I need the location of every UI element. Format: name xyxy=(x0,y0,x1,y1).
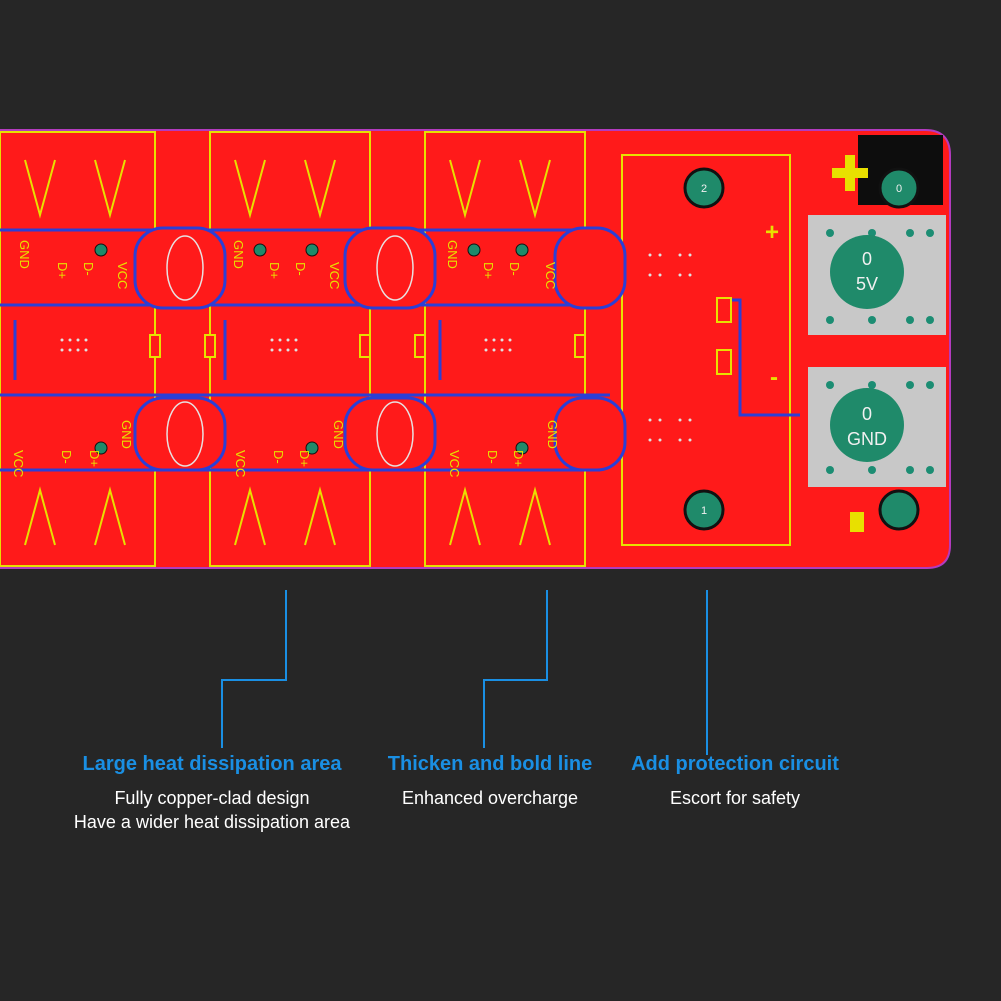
pin-label-dminus-b2: D- xyxy=(271,450,286,464)
pin-label-gnd-b2: GND xyxy=(331,420,346,449)
feature-protection: Add protection circuit Escort for safety xyxy=(610,753,860,810)
plus-symbol: + xyxy=(765,219,779,246)
feature-desc-heat-1: Fully copper-clad design xyxy=(114,788,310,808)
pin-label-vcc-b1: VCC xyxy=(11,450,26,477)
pin-label-vcc-3: VCC xyxy=(543,262,558,289)
pin-label-gnd-2: GND xyxy=(231,240,246,269)
hole-label-1: 1 xyxy=(701,505,707,517)
pin-label-dplus: D+ xyxy=(55,262,70,279)
leader-line-line xyxy=(483,590,548,748)
minus-symbol: - xyxy=(770,364,778,391)
pin-label-dplus-3: D+ xyxy=(481,262,496,279)
pin-label-dminus: D- xyxy=(81,262,96,276)
feature-title-heat: Large heat dissipation area xyxy=(82,753,342,775)
feature-desc-protection-1: Escort for safety xyxy=(669,788,801,808)
hole-label-2: 2 xyxy=(701,183,707,195)
pin-label-dminus-3: D- xyxy=(507,262,522,276)
pin-label-vcc-2: VCC xyxy=(327,262,342,289)
pad-5v-circle xyxy=(830,235,904,309)
feature-thick-line: Thicken and bold line Enhanced overcharg… xyxy=(372,753,608,810)
pin-label-dminus-2: D- xyxy=(293,262,308,276)
pin-label-gnd-b1: GND xyxy=(119,420,134,449)
pin-label-vcc: VCC xyxy=(115,262,130,289)
pad-5v-number: 0 xyxy=(862,249,872,269)
pin-label-gnd: GND xyxy=(17,240,32,269)
pad-gnd-label: GND xyxy=(847,429,887,449)
pin-label-dplus-2: D+ xyxy=(267,262,282,279)
feature-title-line: Thicken and bold line xyxy=(387,753,593,775)
feature-desc-heat-2: Have a wider heat dissipation area xyxy=(73,812,351,832)
pad-gnd-number: 0 xyxy=(862,404,872,424)
pin-label-vcc-b3: VCC xyxy=(447,450,462,477)
pin-label-dplus-b2: D+ xyxy=(297,450,312,467)
board-outline xyxy=(0,129,951,569)
pin-label-dplus-b1: D+ xyxy=(87,450,102,467)
pin-label-gnd-b3: GND xyxy=(545,420,560,449)
pad-5v-label: 5V xyxy=(856,274,878,294)
pin-label-dminus-b1: D- xyxy=(59,450,74,464)
feature-desc-line-1: Enhanced overcharge xyxy=(401,788,579,808)
pin-label-dminus-b3: D- xyxy=(485,450,500,464)
pin-label-dplus-b3: D+ xyxy=(511,450,526,467)
pin-label-gnd-3: GND xyxy=(445,240,460,269)
pad-gnd-circle xyxy=(830,388,904,462)
leader-line-heat xyxy=(221,590,287,748)
hole-label-0: 0 xyxy=(896,183,902,195)
feature-title-protection: Add protection circuit xyxy=(631,753,839,775)
feature-heat-dissipation: Large heat dissipation area Fully copper… xyxy=(52,753,372,834)
pin-label-vcc-b2: VCC xyxy=(233,450,248,477)
